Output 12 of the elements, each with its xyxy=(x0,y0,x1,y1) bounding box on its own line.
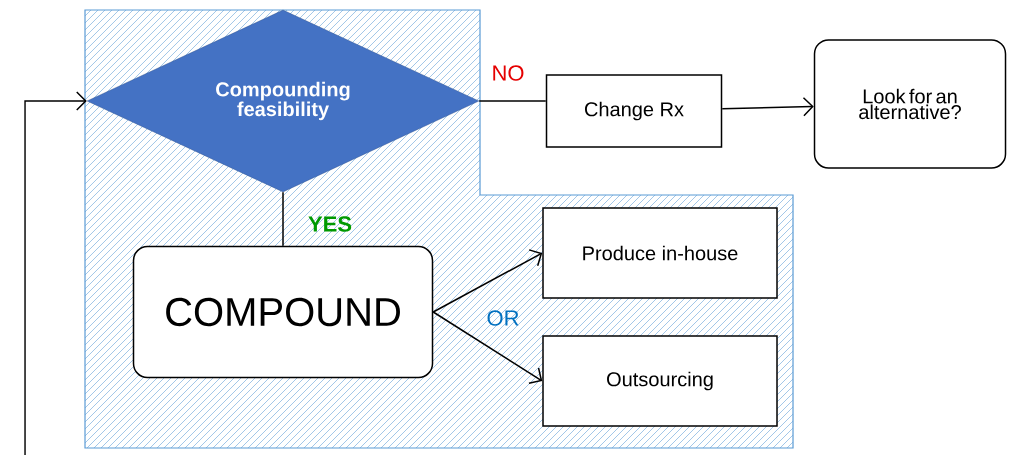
edge-label: NO xyxy=(493,65,524,81)
branch-label: OR xyxy=(487,310,519,326)
process-box: Change Rx xyxy=(545,74,723,148)
arrow xyxy=(432,311,543,384)
arrow xyxy=(721,96,814,117)
arrow xyxy=(432,249,543,313)
terminal-box: Look for an alternative? xyxy=(813,39,1007,169)
edge-label: YES xyxy=(308,216,352,232)
process-box: Produce in-house xyxy=(542,207,778,299)
process-box: Outsourcing xyxy=(542,335,778,427)
arrow xyxy=(24,91,87,455)
process-box: COMPOUND xyxy=(132,245,434,379)
